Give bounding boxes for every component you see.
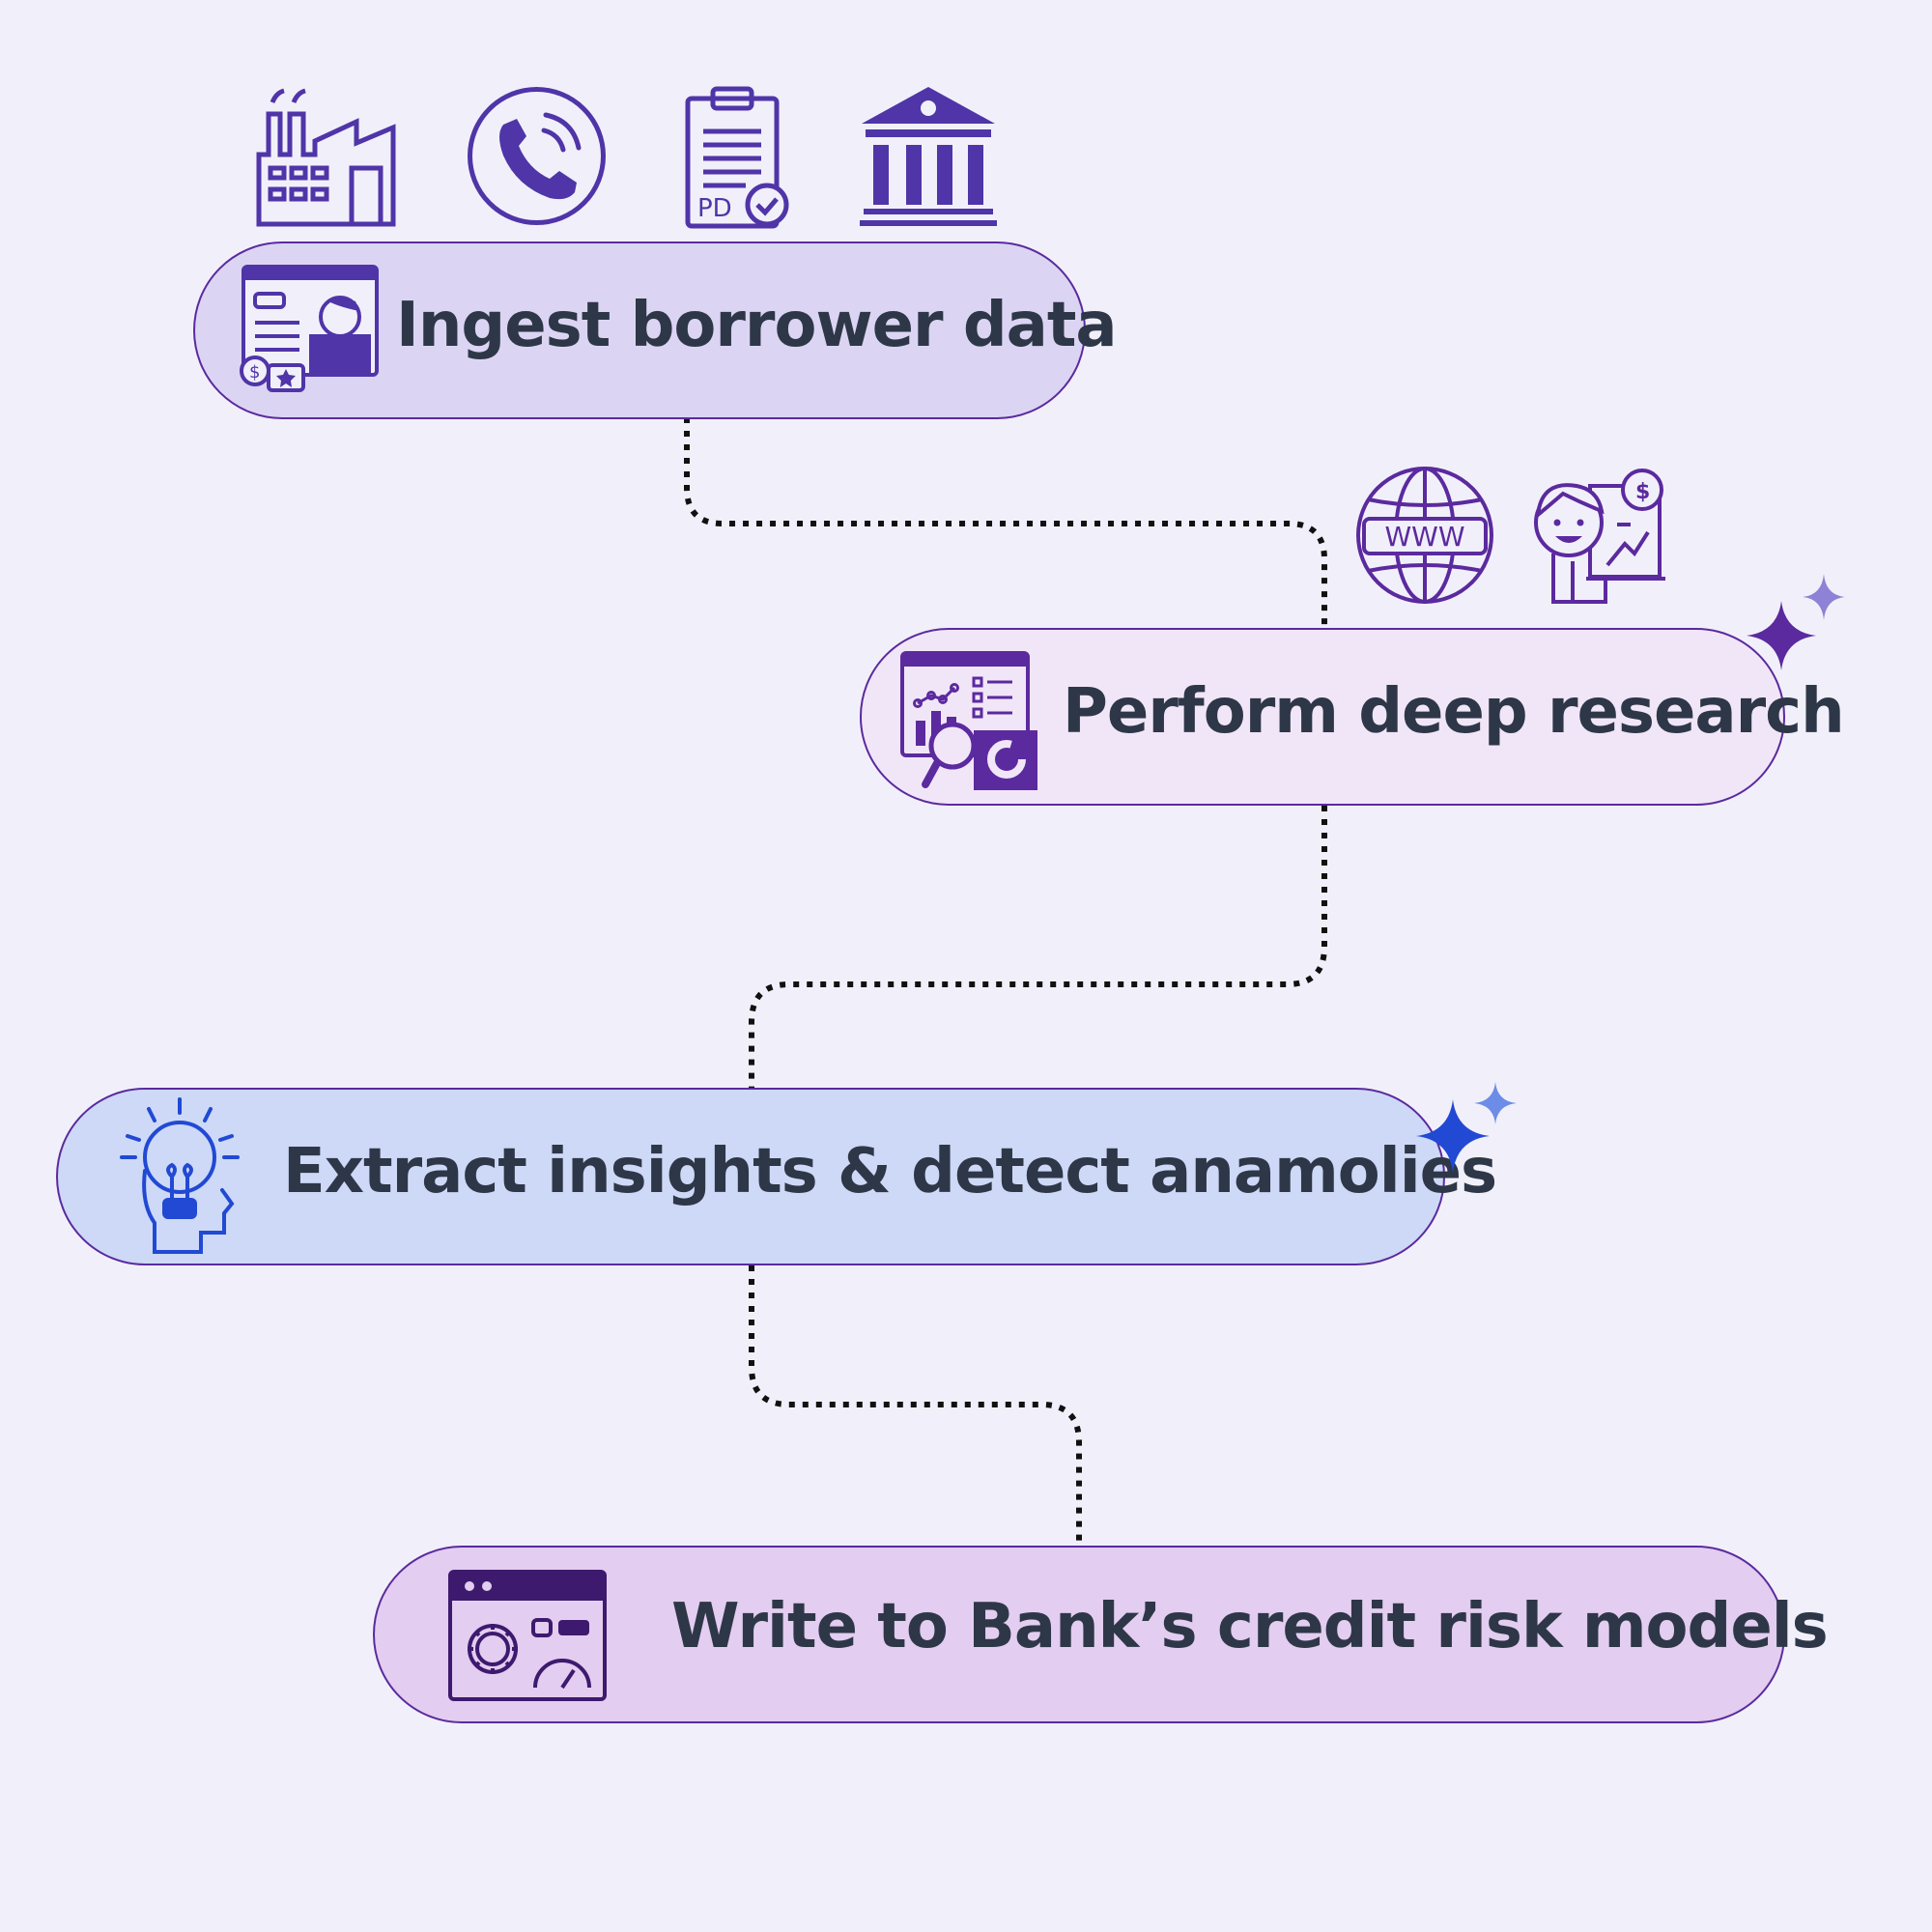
connector-1-2 [684, 417, 1327, 628]
www-label: WWW [1384, 521, 1464, 553]
connector-2-3 [749, 806, 1327, 1088]
borrower-profile-icon: $ [240, 265, 381, 392]
step-3-label: Extract insights & detect anamolies [283, 1136, 1497, 1208]
sparkle-icon-blue [1416, 1082, 1517, 1173]
bank-icon [858, 85, 999, 228]
step-write-to-credit-risk-models [373, 1546, 1785, 1723]
step-2-label: Perform deep research [1063, 676, 1845, 748]
factory-icon [255, 85, 400, 228]
dashboard-window-icon [448, 1570, 607, 1701]
sparkle-icon-purple [1747, 574, 1845, 670]
phone-icon [467, 86, 607, 226]
research-analytics-icon [900, 651, 1041, 792]
step-4-label: Write to Bank’s credit risk models [671, 1591, 1829, 1662]
step-1-label: Ingest borrower data [396, 290, 1118, 361]
dollar-sign: $ [249, 362, 260, 383]
pdf-clipboard-icon: PD [684, 83, 790, 230]
www-globe-icon: WWW [1354, 465, 1495, 606]
analyst-person-icon: $ [1524, 465, 1669, 606]
connector-3-4 [749, 1265, 1082, 1546]
pdf-label: PD [697, 194, 732, 223]
step-extract-insights [56, 1088, 1445, 1265]
analyst-dollar: $ [1635, 480, 1650, 504]
idea-head-icon [118, 1097, 242, 1256]
